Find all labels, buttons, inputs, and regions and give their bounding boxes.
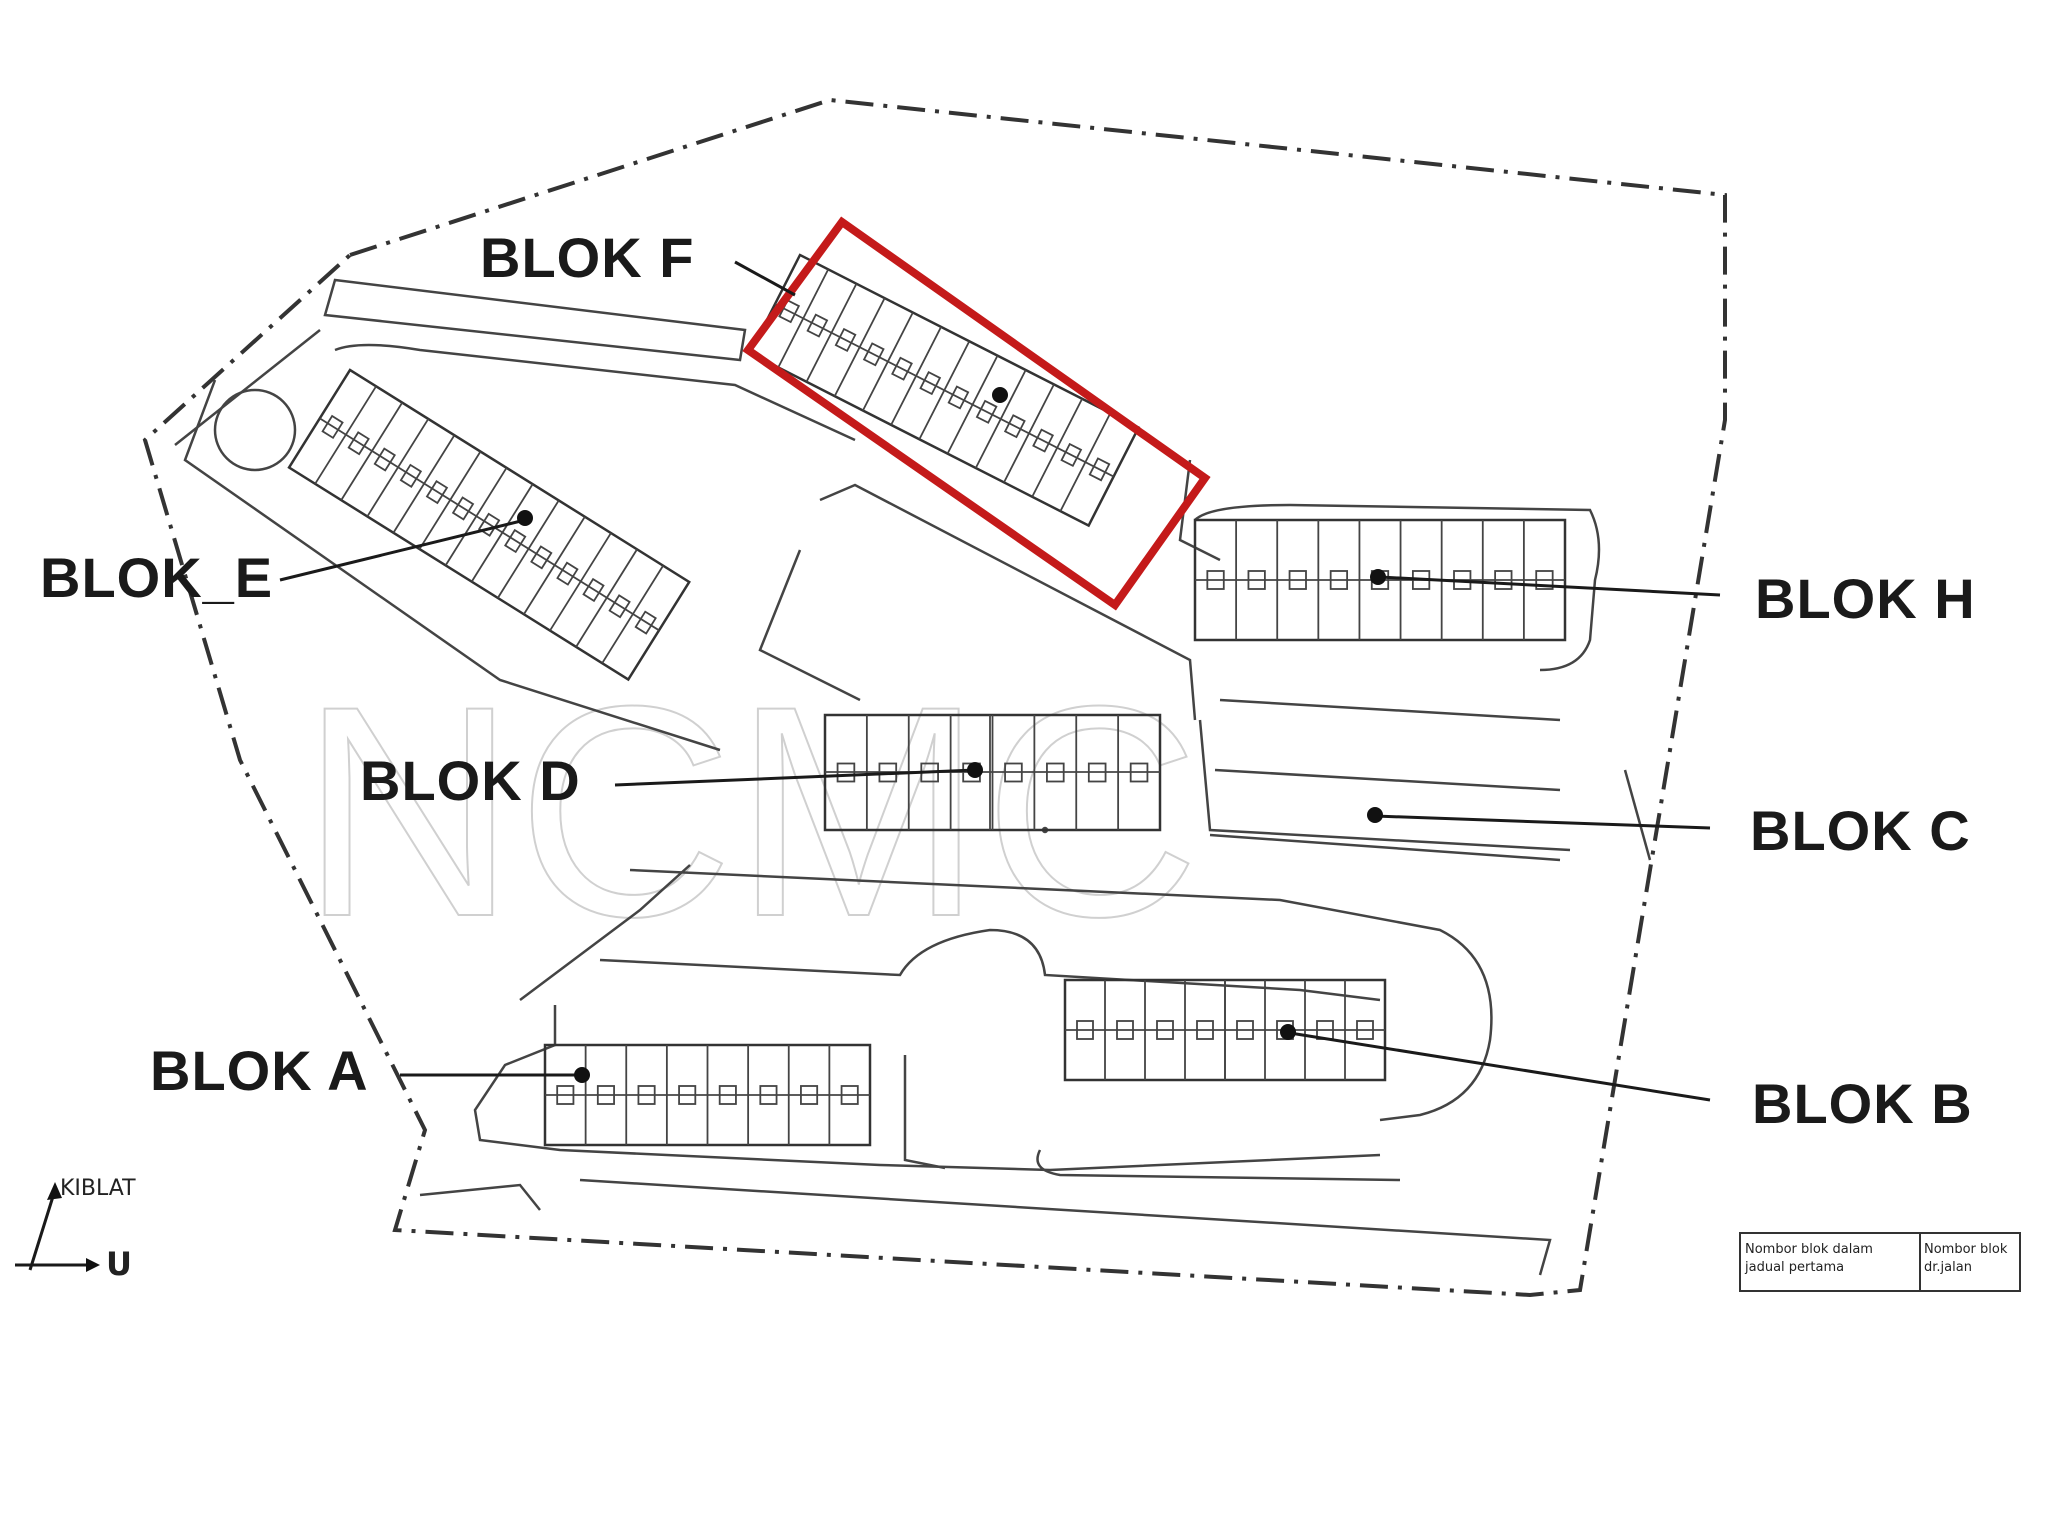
unit-divider — [549, 532, 612, 632]
unit-stair-core — [1329, 570, 1349, 590]
unit-divider — [1003, 383, 1055, 483]
unit-stair-core — [399, 463, 423, 488]
label-blok-a: BLOK A — [150, 1039, 369, 1102]
unit-divider — [805, 283, 858, 383]
block-f-building — [748, 253, 1141, 528]
block-f-highlight — [742, 216, 1211, 611]
unit-stair-core — [321, 414, 344, 440]
unit-stair-core — [1003, 414, 1026, 439]
unit-stair-core — [596, 1085, 615, 1105]
unit-stair-core — [834, 327, 857, 353]
unit-stair-core — [1288, 570, 1307, 590]
unit-divider — [523, 516, 586, 615]
unit-divider — [314, 385, 377, 485]
unit-divider — [444, 467, 508, 566]
unit-stair-core — [759, 1085, 778, 1105]
legend-col1-line1: Nombor blok dalam — [1745, 1242, 1873, 1257]
compass: KIBLAT U — [15, 1176, 136, 1283]
unit-stair-core — [975, 399, 998, 424]
unit-stair-core — [425, 480, 449, 505]
unit-divider — [575, 548, 638, 648]
unit-stair-core — [1494, 570, 1513, 590]
north-arrow-icon — [86, 1258, 100, 1272]
unit-stair-core — [1196, 1020, 1214, 1040]
unit-stair-core — [1356, 1020, 1374, 1040]
block-e-building — [287, 368, 691, 682]
label-blok-e: BLOK_E — [40, 546, 273, 609]
unit-stair-core — [347, 431, 370, 456]
label-blok-d: BLOK D — [360, 749, 581, 812]
building-blocks — [287, 253, 1567, 1147]
unit-divider — [1059, 412, 1112, 512]
label-blok-f: BLOK F — [480, 226, 694, 289]
unit-divider — [340, 402, 403, 501]
unit-stair-core — [678, 1085, 697, 1105]
legend-col2-line2: dr.jalan — [1924, 1260, 1972, 1275]
road-network — [174, 278, 1652, 1276]
unit-stair-core — [862, 342, 885, 367]
legend-col2-line1: Nombor blok — [1924, 1242, 2008, 1257]
unit-stair-core — [1116, 1020, 1134, 1040]
unit-stair-core — [919, 370, 942, 396]
label-blok-b: BLOK B — [1752, 1072, 1973, 1135]
label-blok-h: BLOK H — [1755, 567, 1976, 630]
unit-stair-core — [1088, 457, 1111, 482]
unit-stair-core — [556, 561, 579, 586]
unit-divider — [1031, 398, 1083, 498]
unit-divider — [833, 297, 886, 397]
unit-divider — [392, 434, 456, 534]
unit-stair-core — [504, 528, 527, 554]
unit-stair-core — [1206, 570, 1225, 590]
qibla-label: KIBLAT — [60, 1176, 136, 1201]
unit-divider — [862, 312, 914, 411]
unit-stair-core — [637, 1085, 656, 1105]
unit-divider — [366, 418, 430, 517]
unit-stair-core — [1060, 442, 1083, 468]
unit-stair-core — [718, 1085, 737, 1105]
unit-stair-core — [840, 1085, 859, 1105]
unit-stair-core — [1129, 762, 1149, 783]
unit-stair-core — [1004, 762, 1023, 783]
unit-stair-core — [836, 762, 856, 783]
unit-stair-core — [1535, 570, 1554, 590]
unit-divider — [601, 565, 664, 664]
unit-stair-core — [530, 545, 553, 570]
unit-stair-core — [800, 1085, 819, 1105]
unit-divider — [470, 483, 534, 583]
watermark: NCMC — [300, 643, 1200, 979]
unit-stair-core — [806, 313, 829, 338]
legend-col1-line2: jadual pertama — [1744, 1260, 1844, 1275]
unit-divider — [777, 268, 830, 368]
unit-stair-core — [582, 577, 605, 603]
unit-divider — [497, 499, 560, 599]
unit-stair-core — [947, 385, 970, 410]
unit-stair-core — [1156, 1020, 1174, 1040]
unit-divider — [418, 451, 482, 550]
leader-lines — [279, 260, 1721, 1102]
unit-stair-core — [556, 1085, 575, 1105]
unit-stair-core — [1032, 428, 1055, 453]
unit-stair-core — [608, 594, 631, 619]
unit-stair-core — [1247, 570, 1266, 590]
site-boundary — [142, 97, 1727, 1298]
qibla-arrow-icon — [47, 1182, 62, 1200]
legend-table: Nombor blok dalam jadual pertama Nombor … — [1739, 1232, 2021, 1292]
unit-divider — [974, 369, 1027, 469]
unit-stair-core — [1076, 1020, 1094, 1040]
block-a-building — [543, 1043, 872, 1147]
label-blok-c: BLOK C — [1750, 799, 1971, 862]
north-label: U — [106, 1245, 132, 1283]
unit-divider — [918, 340, 971, 440]
unit-stair-core — [891, 356, 913, 381]
unit-stair-core — [1087, 762, 1107, 783]
unit-stair-core — [1236, 1020, 1254, 1040]
unit-divider — [890, 326, 942, 426]
unit-stair-core — [634, 610, 657, 635]
unit-stair-core — [1046, 762, 1065, 783]
block-b-building — [1063, 978, 1387, 1082]
unit-divider — [946, 355, 999, 455]
unit-stair-core — [373, 447, 396, 472]
unit-stair-core — [451, 496, 475, 521]
